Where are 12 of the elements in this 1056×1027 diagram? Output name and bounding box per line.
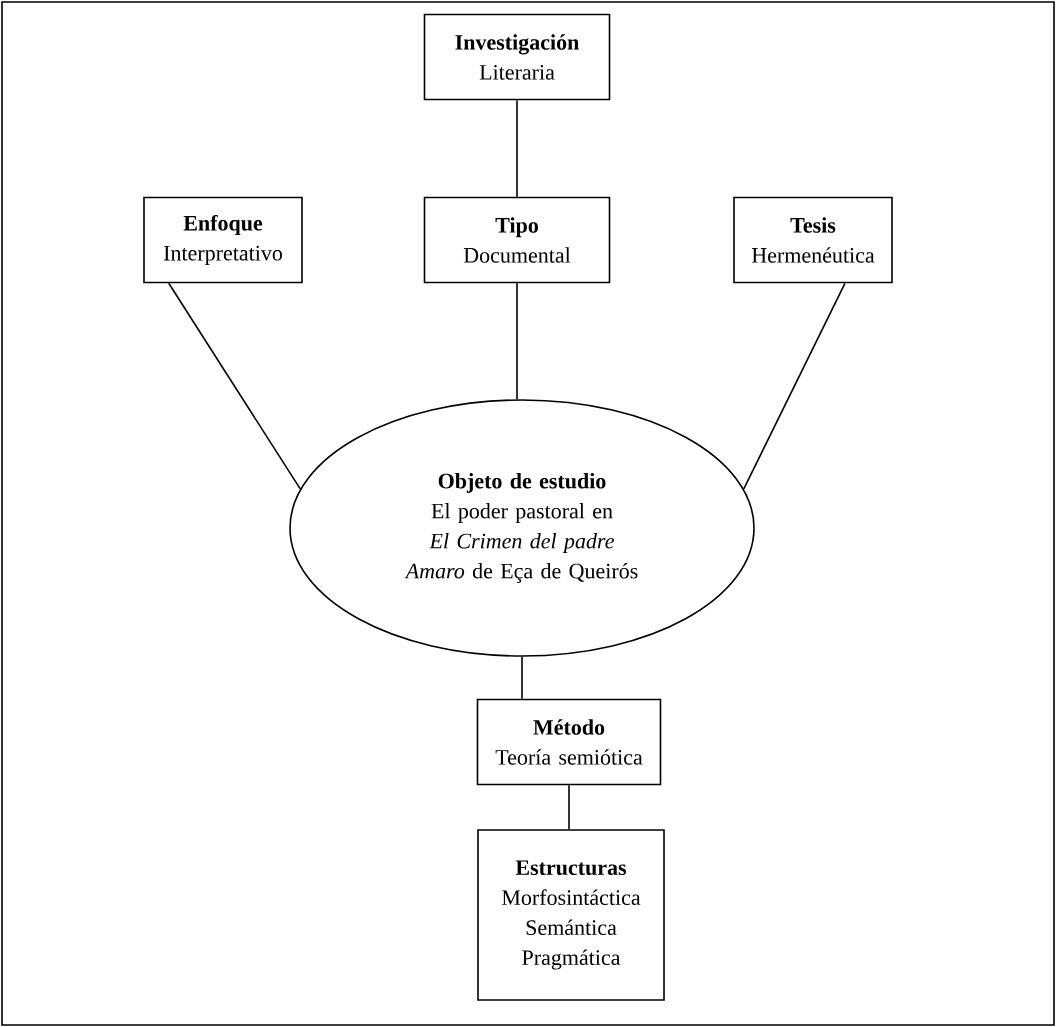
connector-line — [521, 656, 523, 700]
concept-box: Método Teoría semiótica — [476, 698, 662, 786]
concept-box: Tesis Hermenéutica — [733, 196, 893, 284]
concept-box: Tipo Documental — [423, 196, 611, 284]
connector-line — [167, 282, 301, 490]
connector-line — [743, 282, 846, 490]
concept-box: Enfoque Interpretativo — [143, 196, 303, 284]
concept-box: Investigación Literaria — [423, 13, 611, 101]
connector-line — [516, 282, 518, 400]
concept-box: Estructuras Morfosintáctica Semántica Pragmática — [477, 829, 665, 1001]
connector-line — [516, 99, 518, 198]
connector-line — [568, 784, 570, 830]
